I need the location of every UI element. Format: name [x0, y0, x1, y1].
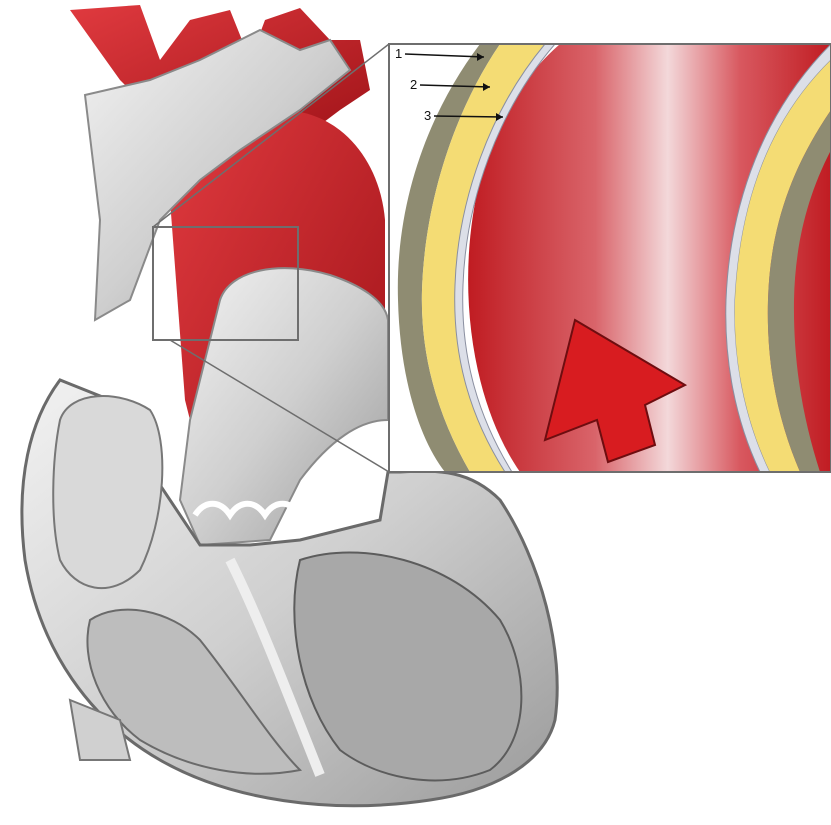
- callout-label-1: 1: [395, 46, 402, 61]
- vessel-wall-inset: 1 2 3: [389, 44, 831, 472]
- callout-label-2: 2: [410, 77, 417, 92]
- callout-label-3: 3: [424, 108, 431, 123]
- right-atrium: [53, 396, 162, 588]
- callout-pointer-3: [434, 116, 503, 117]
